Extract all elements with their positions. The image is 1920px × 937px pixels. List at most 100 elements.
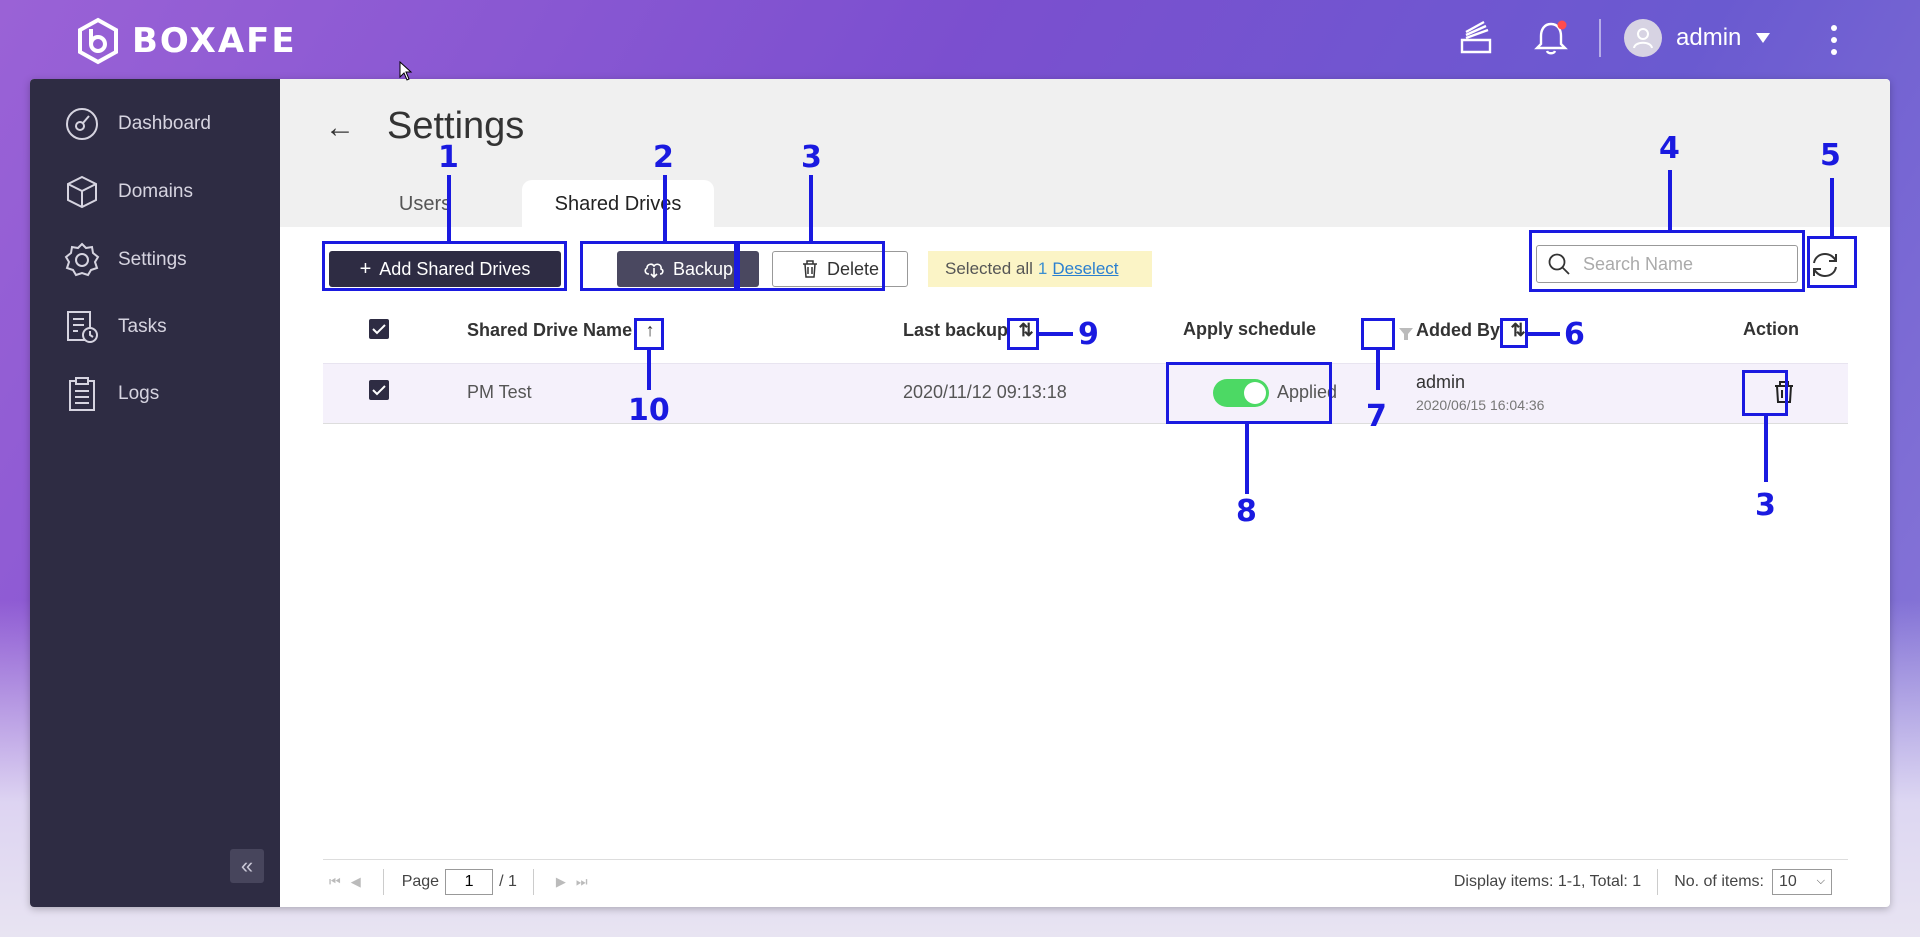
clipboard-icon [69, 377, 95, 411]
button-label: Add Shared Drives [379, 258, 531, 279]
dashboard-icon [66, 108, 98, 140]
sidebar-item-domains[interactable]: Domains [64, 174, 193, 210]
column-header-added-by: Added By ⇅ [1416, 314, 1532, 346]
sidebar-item-label: Domains [118, 181, 193, 202]
deselect-link[interactable]: Deselect [1052, 259, 1119, 278]
tasks-icon [67, 311, 98, 343]
column-header-label: Shared Drive Name [467, 319, 633, 340]
next-page-icon[interactable]: ▶ [555, 873, 566, 889]
stack-icon[interactable] [1456, 18, 1496, 58]
logo[interactable]: BOXAFE [76, 17, 297, 65]
sidebar-item-logs[interactable]: Logs [64, 376, 159, 412]
user-name: admin [1676, 24, 1742, 51]
refresh-button[interactable] [1803, 243, 1847, 287]
cube-icon [67, 175, 97, 209]
page-title: Settings [387, 105, 525, 147]
prev-page-icon[interactable]: ◀ [350, 873, 361, 889]
sidebar-item-settings[interactable]: Settings [64, 242, 187, 278]
gear-icon [64, 242, 100, 277]
column-header-label: Apply schedule [1183, 319, 1317, 339]
column-header-schedule: Apply schedule [1183, 319, 1316, 340]
avatar [1624, 19, 1662, 57]
search-input[interactable] [1583, 253, 1783, 275]
selection-banner: Selected all 1 Deselect [928, 251, 1152, 287]
refresh-icon [1813, 252, 1837, 278]
tab-label: Users [398, 192, 452, 215]
column-header-label: Last backup [903, 319, 1009, 340]
row-checkbox[interactable] [369, 380, 389, 400]
boxafe-logo-icon [78, 17, 118, 65]
column-header-label: Action [1743, 319, 1799, 339]
column-header-label: Added By [1416, 319, 1501, 340]
row-last-backup: 2020/11/12 09:13:18 [903, 382, 1067, 402]
schedule-status: Applied [1277, 382, 1338, 402]
row-added-by: admin [1416, 372, 1466, 392]
last-page-icon[interactable]: ⏭ [575, 873, 588, 889]
search-box[interactable] [1536, 245, 1798, 283]
mouse-cursor-icon [399, 61, 413, 81]
page-label: Page [401, 872, 440, 890]
chevron-down-icon: ⌵ [1816, 875, 1825, 887]
column-header-action: Action [1743, 319, 1799, 340]
main-window: Dashboard Domains Settings Tasks Logs « … [30, 79, 1890, 907]
checkmark-icon [372, 324, 386, 335]
user-menu[interactable]: admin [1624, 19, 1771, 57]
display-info: Display items: 1-1, Total: 1 [1453, 872, 1642, 890]
button-label: Delete [826, 258, 880, 279]
selection-text: Selected all [945, 259, 1033, 278]
filter-icon[interactable] [1397, 325, 1415, 343]
pagination-bar: ⏮ ◀ Page / 1 ▶ ⏭ Display items: 1-1, Tot… [323, 859, 1848, 903]
cloud-download-icon [644, 263, 664, 279]
divider [1657, 868, 1659, 895]
collapse-sidebar-button[interactable]: « [230, 849, 264, 883]
button-label: Backup [672, 258, 734, 279]
caret-down-icon [1756, 33, 1771, 43]
sidebar-item-dashboard[interactable]: Dashboard [64, 106, 211, 142]
bell-icon[interactable] [1531, 18, 1571, 58]
divider [382, 868, 384, 895]
row-delete-icon[interactable] [1773, 380, 1795, 404]
sidebar-item-label: Settings [118, 249, 187, 270]
column-header-name: Shared Drive Name ↑ [467, 314, 664, 346]
items-label: No. of items: [1674, 872, 1764, 890]
topbar-divider [1599, 19, 1601, 57]
sidebar-item-label: Logs [118, 383, 160, 404]
sidebar-item-tasks[interactable]: Tasks [64, 309, 167, 345]
divider [532, 868, 534, 895]
back-arrow-icon[interactable]: ← [325, 111, 355, 144]
tab-shared-drives[interactable]: Shared Drives [522, 180, 714, 228]
table-row[interactable] [323, 363, 1848, 424]
content-area: ← Settings Users Shared Drives + Add Sha… [280, 79, 1890, 907]
tab-users[interactable]: Users [360, 180, 490, 228]
row-added-at: 2020/06/15 16:04:36 [1416, 397, 1545, 413]
sidebar-item-label: Dashboard [118, 113, 211, 134]
sort-toggle-icon[interactable]: ⇅ [1018, 319, 1034, 340]
select-all-checkbox[interactable] [369, 319, 389, 339]
checkmark-icon [372, 385, 386, 396]
sidebar: Dashboard Domains Settings Tasks Logs « [30, 79, 280, 907]
backup-button[interactable]: Backup [617, 251, 759, 287]
add-shared-drives-button[interactable]: + Add Shared Drives [329, 251, 561, 287]
double-chevron-left-icon: « [240, 853, 254, 878]
sort-toggle-icon[interactable]: ⇅ [1510, 319, 1526, 340]
column-header-last-backup: Last backup ⇅ [903, 314, 1040, 346]
page-input[interactable] [445, 868, 494, 895]
plus-icon: + [359, 257, 372, 280]
sort-ascending-icon[interactable]: ↑ [645, 319, 655, 340]
items-value: 10 [1779, 872, 1797, 890]
items-per-page-select[interactable]: 10 ⌵ [1772, 868, 1832, 895]
schedule-toggle[interactable] [1213, 379, 1269, 407]
more-vertical-icon[interactable] [1824, 22, 1844, 58]
top-bar: BOXAFE admin [0, 0, 1920, 79]
page-header: ← Settings Users Shared Drives [280, 79, 1890, 228]
logo-text: BOXAFE [132, 21, 297, 61]
user-icon [1633, 28, 1653, 49]
selection-count: 1 [1037, 259, 1048, 278]
first-page-icon[interactable]: ⏮ [329, 873, 341, 889]
tab-label: Shared Drives [554, 192, 682, 215]
trash-icon [802, 260, 817, 278]
search-icon [1548, 253, 1570, 275]
sidebar-item-label: Tasks [118, 316, 167, 337]
row-drive-name: PM Test [467, 382, 532, 402]
delete-button[interactable]: Delete [772, 251, 908, 287]
